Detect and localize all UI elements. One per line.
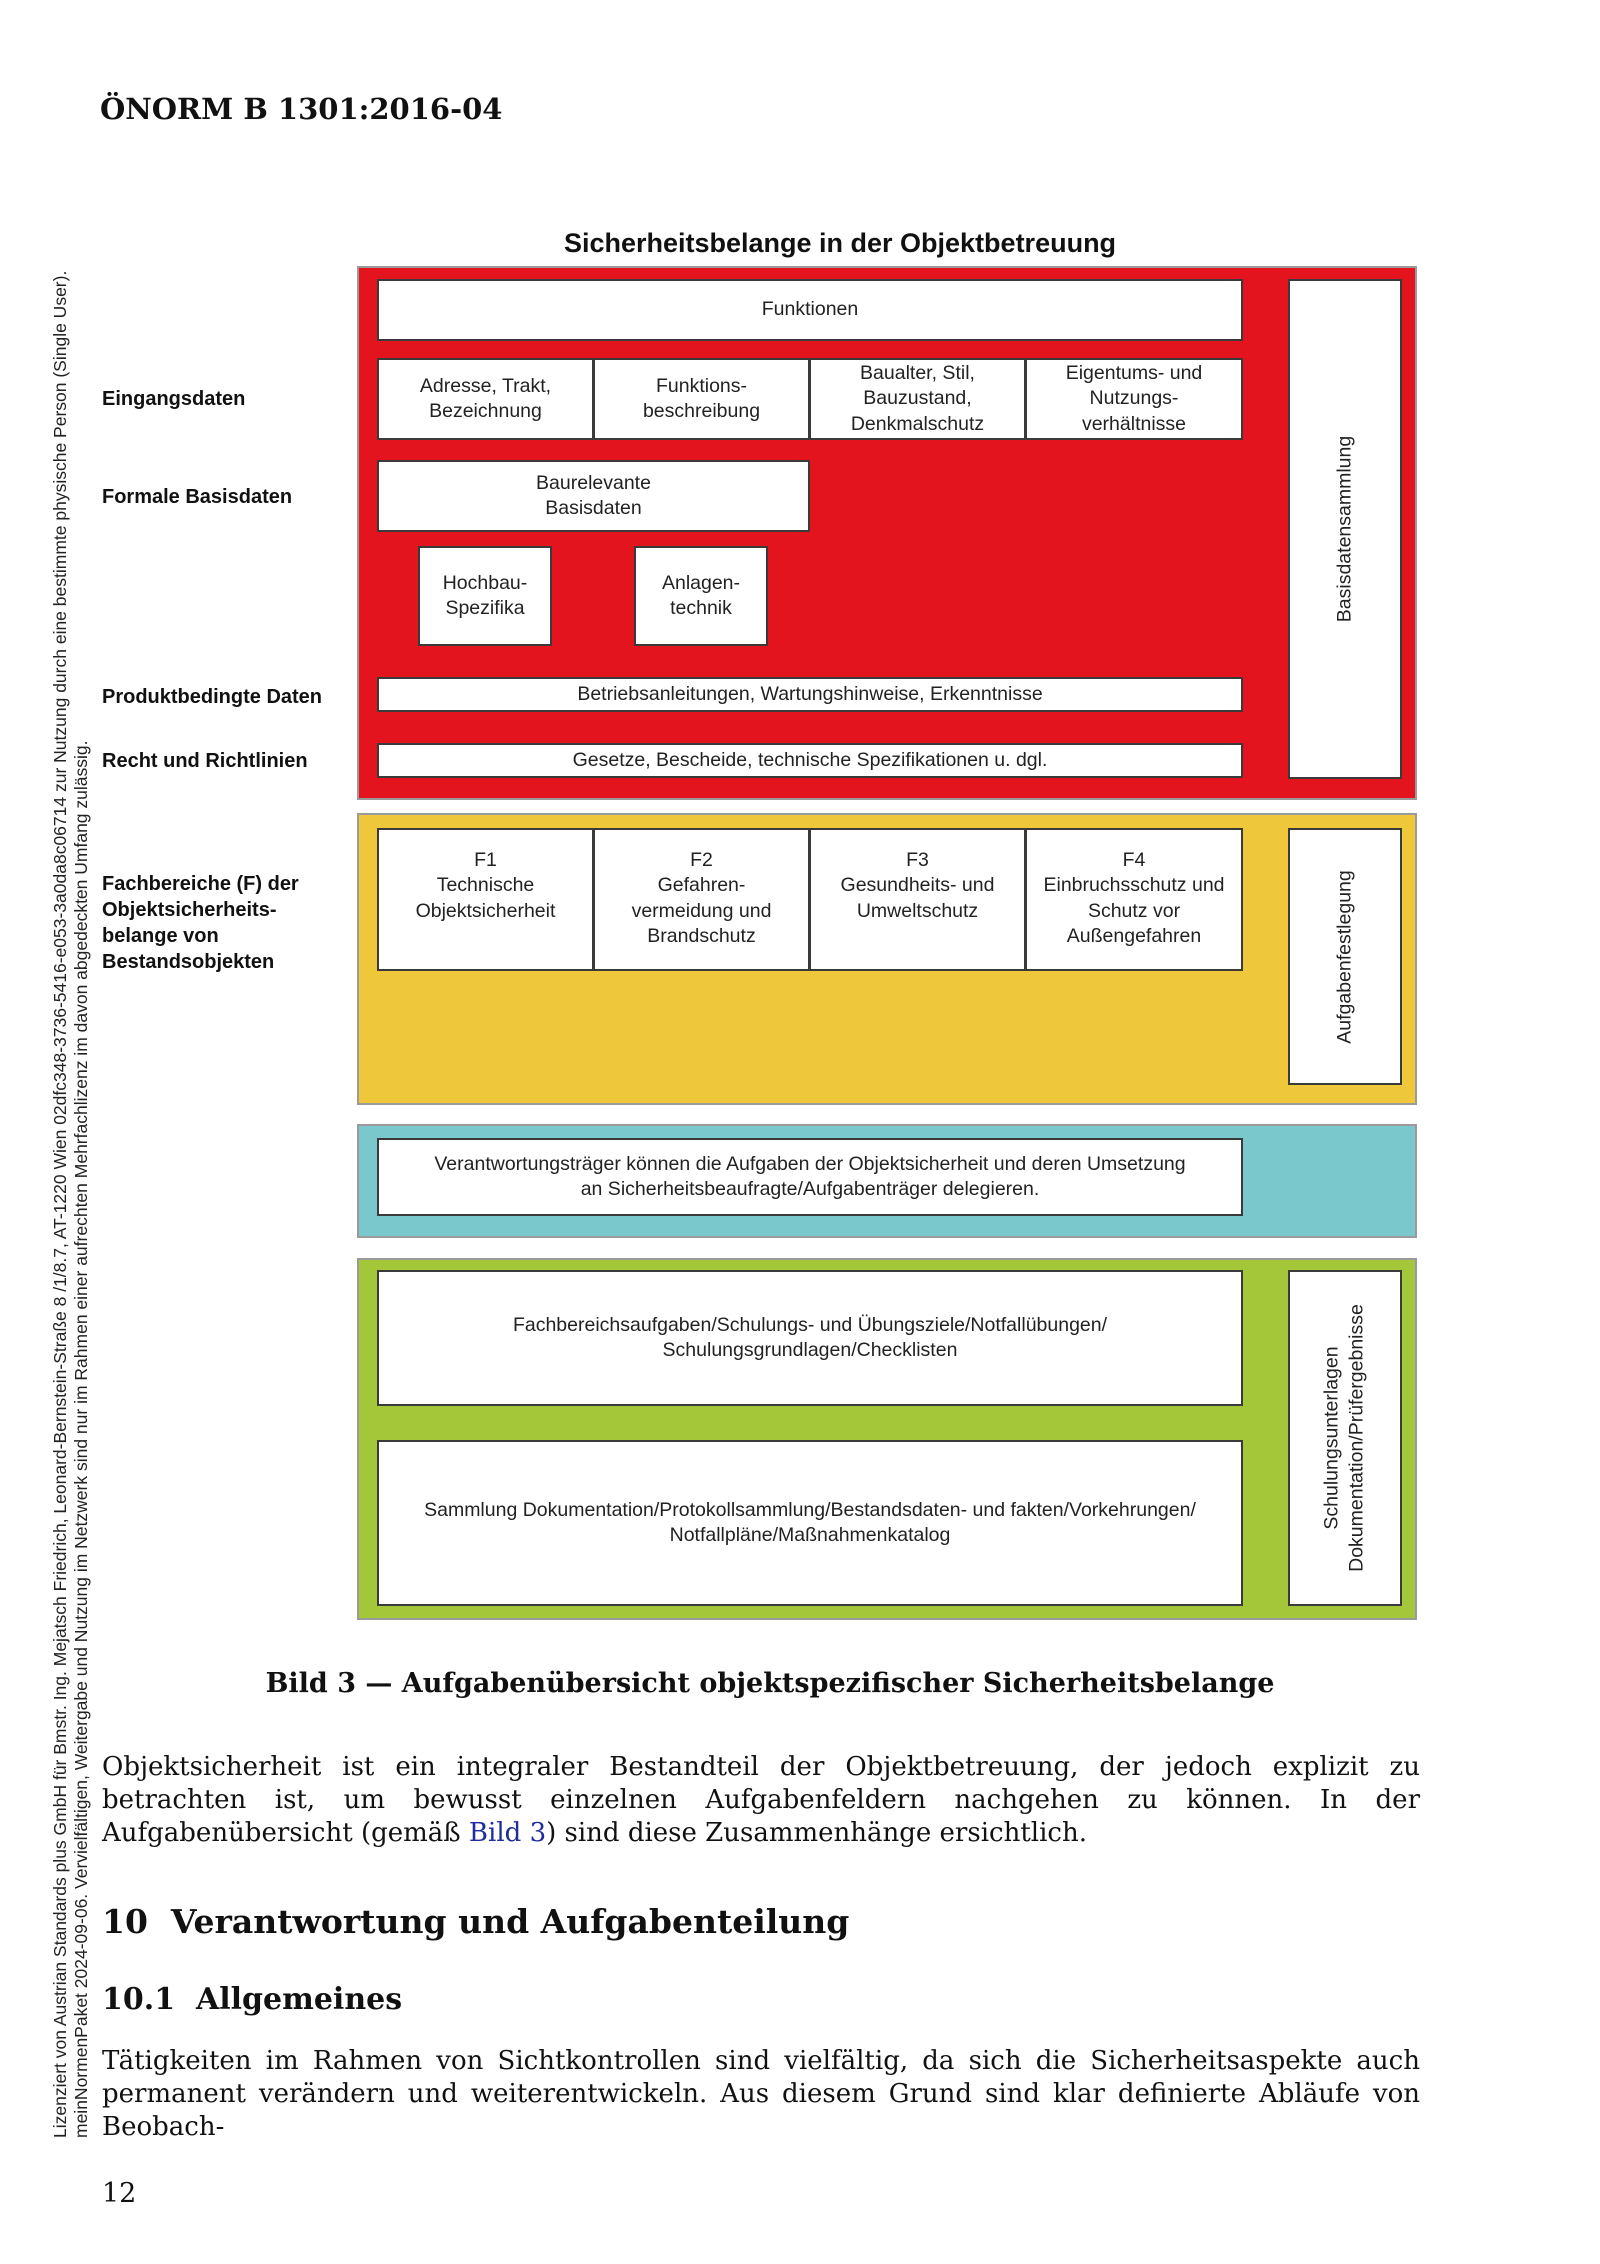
box-f1: F1 Technische Objektsicherheit [377, 828, 594, 971]
box-gesetze: Gesetze, Bescheide, technische Spezifika… [377, 743, 1243, 778]
band-basisdaten [357, 266, 1417, 800]
box-funktionen: Funktionen [377, 279, 1243, 341]
row-label-recht: Recht und Richtlinien [102, 750, 308, 772]
box-betriebsanleitungen: Betriebsanleitungen, Wartungshinweise, E… [377, 677, 1243, 712]
row-label-eingangsdaten: Eingangsdaten [102, 388, 246, 410]
box-f4: F4 Einbruchsschutz und Schutz vor Außeng… [1025, 828, 1243, 971]
box-adresse: Adresse, Trakt, Bezeichnung [377, 358, 594, 440]
box-hochbau-spezifika: Hochbau- Spezifika [418, 546, 552, 646]
heading-section-10: 10 Verantwortung und Aufgabenteilung [102, 1902, 849, 1941]
heading-10-1-title: Allgemeines [195, 1982, 403, 2017]
document-header: ÖNORM B 1301:2016-04 [100, 92, 503, 126]
box-fachbereichsaufgaben: Fachbereichsaufgaben/Schulungs- und Übun… [377, 1270, 1243, 1406]
heading-section-10-1: 10.1 Allgemeines [102, 1982, 402, 2017]
row-label-formale-basisdaten: Formale Basisdaten [102, 486, 293, 508]
label-aufgabenfestlegung: Aufgabenfestlegung [1333, 869, 1356, 1044]
paragraph-1-text-a: Objektsicherheit ist ein integraler Best… [102, 1752, 1420, 1848]
box-basisdatensammlung: Basisdatensammlung [1288, 279, 1402, 779]
box-sammlung-dokumentation: Sammlung Dokumentation/Protokollsammlung… [377, 1440, 1243, 1606]
box-f3: F3 Gesundheits- und Umweltschutz [809, 828, 1026, 971]
box-schulungsunterlagen: Schulungsunterlagen Dokumentation/Prüfer… [1288, 1270, 1402, 1606]
paragraph-taetigkeiten: Tätigkeiten im Rahmen von Sichtkontrolle… [102, 2046, 1420, 2142]
box-baualter: Baualter, Stil, Bauzustand, Denkmalschut… [809, 358, 1026, 440]
diagram-title: Sicherheitsbelange in der Objektbetreuun… [563, 228, 1117, 258]
box-f2: F2 Gefahren- vermeidung und Brandschutz [593, 828, 810, 971]
box-verantwortungstraeger: Verantwortungsträger können die Aufgaben… [377, 1138, 1243, 1216]
figure-caption-text: Bild 3 — Aufgabenübersicht objektspezifi… [265, 1668, 1275, 1699]
row-label-produktbedingte-daten: Produktbedingte Daten [102, 686, 323, 708]
license-line-2: meinNormenPaket 2024-09-06. Vervielfälti… [71, 740, 91, 2139]
box-funktionsbeschreibung: Funktions- beschreibung [593, 358, 810, 440]
paragraph-objektsicherheit: Objektsicherheit ist ein integraler Best… [102, 1751, 1420, 1850]
link-bild-3[interactable]: Bild 3 [468, 1818, 547, 1848]
box-aufgabenfestlegung: Aufgabenfestlegung [1288, 828, 1402, 1085]
page-number: 12 [102, 2178, 137, 2209]
heading-10-number: 10 [102, 1902, 148, 1941]
row-label-fachbereiche: Fachbereiche (F) der Objektsicherheits- … [102, 873, 299, 973]
box-eigentum: Eigentums- und Nutzungs- verhältnisse [1025, 358, 1243, 440]
label-schulungsunterlagen: Schulungsunterlagen Dokumentation/Prüfer… [1320, 1304, 1368, 1572]
heading-10-1-number: 10.1 [102, 1982, 176, 2017]
box-anlagentechnik: Anlagen- technik [634, 546, 768, 646]
license-line-1: Lizenziert von Austrian Standards plus G… [50, 270, 70, 2138]
label-basisdatensammlung: Basisdatensammlung [1333, 435, 1356, 623]
paragraph-1-text-b: ) sind diese Zusammenhänge ersichtlich. [546, 1818, 1087, 1848]
box-baurelevante-basisdaten: Baurelevante Basisdaten [377, 460, 810, 532]
heading-10-title: Verantwortung und Aufgabenteilung [170, 1902, 850, 1941]
figure-caption: Bild 3 — Aufgabenübersicht objektspezifi… [0, 1668, 1600, 1699]
